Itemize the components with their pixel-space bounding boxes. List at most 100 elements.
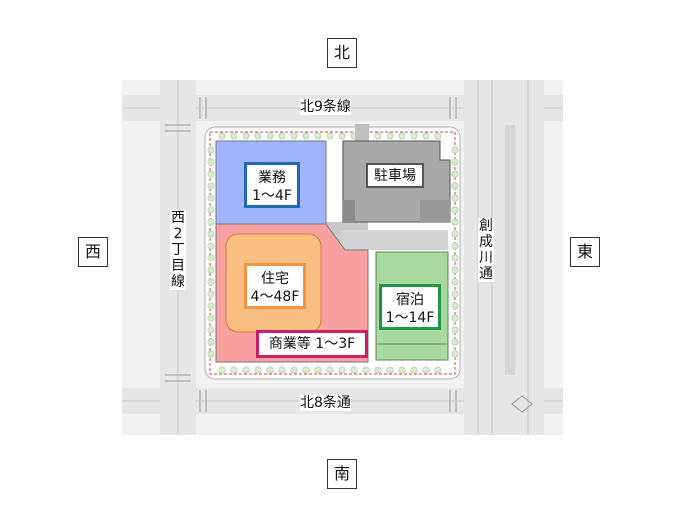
tree-icon: [350, 366, 358, 374]
tree-icon: [207, 326, 215, 334]
road-marking: [511, 395, 533, 413]
tree-icon: [207, 314, 215, 322]
tree-icon: [451, 170, 459, 178]
residential-floors: 4～48F: [250, 289, 300, 305]
tree-icon: [326, 366, 334, 374]
connecting-strip: [340, 230, 448, 250]
east-median: [505, 125, 515, 375]
tree-icon: [451, 338, 459, 346]
tree-icon: [218, 366, 226, 374]
tree-icon: [242, 366, 250, 374]
tree-icon: [207, 194, 215, 202]
tree-icon: [422, 366, 430, 374]
north-road-label: 北9条線: [300, 99, 351, 115]
west-label: 西: [78, 237, 108, 267]
office-floors: 1～4F: [252, 188, 292, 204]
residential-label: 住宅 4～48F: [244, 263, 306, 309]
south-label: 南: [327, 459, 357, 489]
tree-icon: [422, 132, 430, 140]
tree-icon: [410, 366, 418, 374]
tree-icon: [451, 314, 459, 322]
crosswalk-stripes: [165, 97, 457, 412]
tree-icon: [290, 132, 298, 140]
tree-icon: [302, 366, 310, 374]
hotel-name: 宿泊: [396, 292, 424, 308]
tree-icon: [207, 254, 215, 262]
tree-icon: [451, 302, 459, 310]
tree-icon: [207, 158, 215, 166]
tree-icon: [266, 366, 274, 374]
tree-icon: [451, 242, 459, 250]
tree-icon: [266, 132, 274, 140]
tree-icon: [451, 266, 459, 274]
commercial-floors: 1～3F: [315, 336, 356, 352]
tree-icon: [451, 158, 459, 166]
tree-icon: [386, 366, 394, 374]
tree-icon: [386, 132, 394, 140]
tree-icon: [434, 366, 442, 374]
tree-icon: [362, 366, 370, 374]
north-label: 北: [327, 38, 357, 68]
tree-icon: [374, 132, 382, 140]
south-road-label: 北8条通: [300, 395, 351, 411]
tree-icon: [218, 132, 226, 140]
tree-icon: [302, 132, 310, 140]
commercial-label: 商業等 1～3F: [256, 330, 368, 358]
tree-icon: [230, 132, 238, 140]
office-name: 業務: [258, 170, 286, 186]
tree-icon: [242, 132, 250, 140]
hotel-label: 宿泊 1～14F: [379, 284, 441, 330]
tree-icon: [451, 182, 459, 190]
tree-icon: [451, 230, 459, 238]
tree-icon: [374, 366, 382, 374]
residential-name: 住宅: [261, 271, 289, 287]
tree-icon: [254, 366, 262, 374]
office-label: 業務 1～4F: [244, 162, 300, 208]
tree-icon: [254, 132, 262, 140]
west-road-label: 西2丁目線: [170, 210, 186, 290]
tree-icon: [451, 254, 459, 262]
tree-icon: [278, 132, 286, 140]
tree-icon: [207, 146, 215, 154]
tree-icon: [398, 132, 406, 140]
tree-icon: [230, 366, 238, 374]
tree-icon: [314, 132, 322, 140]
north-passage: [355, 124, 369, 142]
tree-icon: [207, 278, 215, 286]
east-road: [464, 80, 544, 435]
tree-icon: [207, 230, 215, 238]
parking-name: 駐車場: [374, 168, 416, 184]
tree-icon: [207, 266, 215, 274]
tree-icon: [314, 366, 322, 374]
trees: [207, 132, 459, 374]
tree-icon: [451, 350, 459, 358]
parking-label: 駐車場: [366, 163, 424, 188]
tree-icon: [338, 366, 346, 374]
tree-icon: [207, 206, 215, 214]
tree-icon: [434, 132, 442, 140]
tree-icon: [451, 194, 459, 202]
tree-icon: [207, 170, 215, 178]
tree-icon: [278, 366, 286, 374]
tree-icon: [451, 278, 459, 286]
site-boundary: [209, 131, 456, 375]
tree-icon: [207, 302, 215, 310]
tree-icon: [207, 242, 215, 250]
tree-icon: [398, 366, 406, 374]
tree-icon: [410, 132, 418, 140]
tree-icon: [290, 366, 298, 374]
tree-icon: [451, 206, 459, 214]
commercial-name: 商業等: [268, 336, 311, 352]
tree-icon: [451, 218, 459, 226]
tree-icon: [451, 146, 459, 154]
hotel-floors: 1～14F: [385, 310, 435, 326]
tree-icon: [338, 132, 346, 140]
tree-icon: [451, 326, 459, 334]
tree-icon: [207, 218, 215, 226]
tree-icon: [207, 338, 215, 346]
commercial-text: 商業等 1～3F: [259, 335, 365, 353]
tree-icon: [207, 290, 215, 298]
east-road-label: 創成川通: [478, 218, 494, 282]
east-label: 東: [570, 237, 600, 267]
